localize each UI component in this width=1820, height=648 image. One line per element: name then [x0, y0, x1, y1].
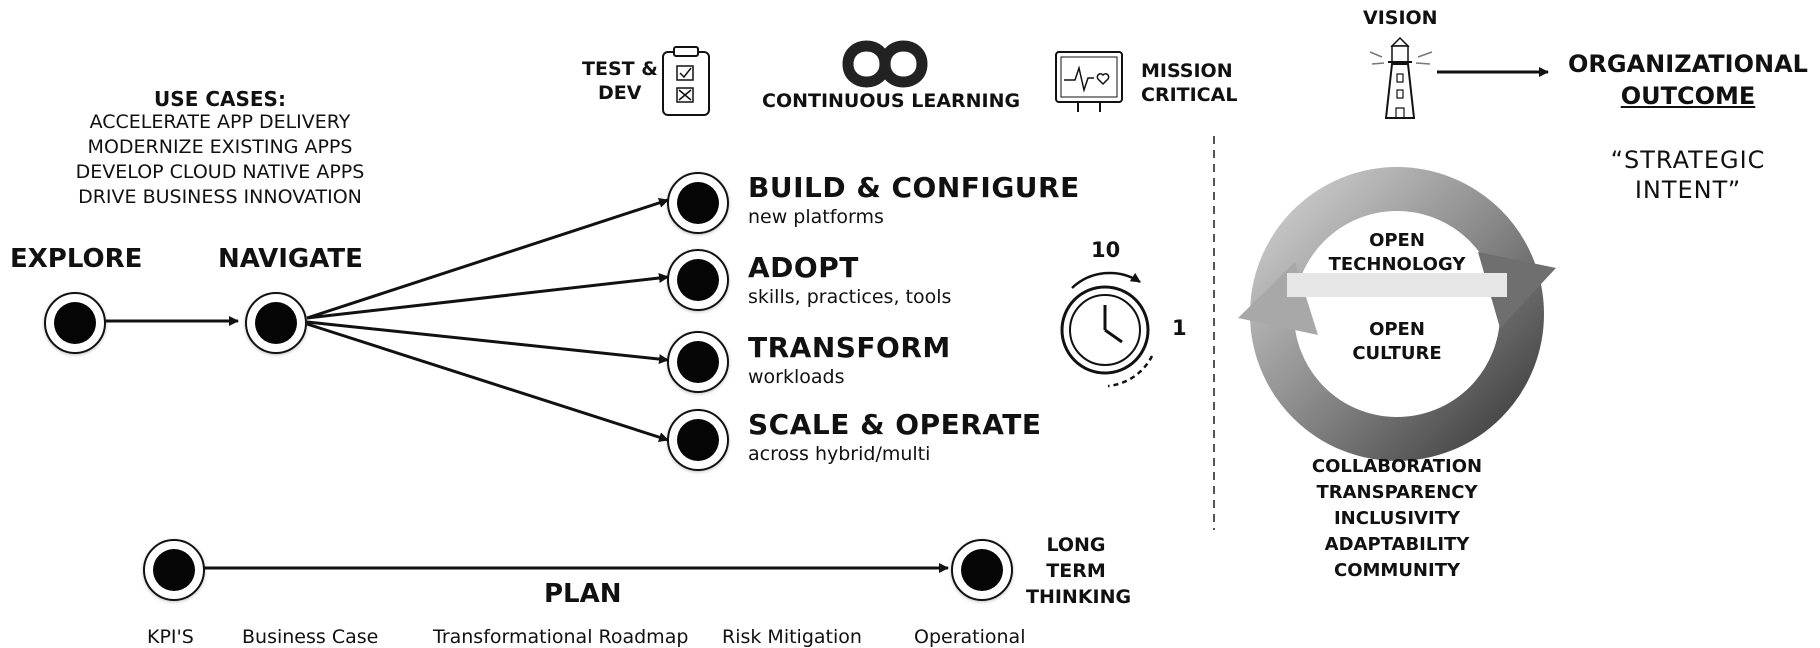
- cycle-arrowhead-right: [1478, 252, 1556, 328]
- navigate-node: [245, 292, 307, 354]
- adopt-node: [667, 249, 729, 311]
- track-subtitle: new platforms: [748, 206, 884, 228]
- strategic-intent: “STRATEGIC INTENT”: [1610, 146, 1766, 204]
- monitor-icon: [1055, 51, 1123, 112]
- continuous-learning-label: CONTINUOUS LEARNING: [762, 90, 1021, 112]
- open-technology-label: OPEN TECHNOLOGY: [1328, 230, 1466, 275]
- clock-right-number: 1: [1172, 316, 1187, 340]
- plan-end-node: [951, 539, 1013, 601]
- value-item: TRANSPARENCY: [1316, 482, 1478, 503]
- use-case-item: ACCELERATE APP DELIVERY: [89, 111, 351, 133]
- use-case-item: DEVELOP CLOUD NATIVE APPS: [75, 161, 365, 183]
- value-item: ADAPTABILITY: [1324, 534, 1470, 555]
- test-dev-label: TEST & DEV: [582, 58, 658, 104]
- track-title: SCALE & OPERATE: [748, 408, 1042, 441]
- explore-label: EXPLORE: [10, 244, 143, 274]
- build-node: [667, 172, 729, 234]
- transform-node: [667, 331, 729, 393]
- track-title: BUILD & CONFIGURE: [748, 171, 1080, 204]
- plan-milestone: Transformational Roadmap: [433, 626, 689, 648]
- mission-critical-label: MISSION CRITICAL: [1141, 60, 1238, 106]
- value-item: COLLABORATION: [1311, 456, 1483, 477]
- track-title: TRANSFORM: [748, 331, 951, 364]
- use-case-item: DRIVE BUSINESS INNOVATION: [78, 186, 362, 208]
- use-case-item: MODERNIZE EXISTING APPS: [87, 136, 353, 158]
- plan-start-node: [143, 539, 205, 601]
- arrow-to-adopt: [306, 273, 669, 320]
- explore-node: [44, 292, 106, 354]
- values-list: COLLABORATION TRANSPARENCY INCLUSIVITY A…: [1277, 454, 1517, 584]
- track-subtitle: workloads: [748, 366, 845, 388]
- track-subtitle: across hybrid/multi: [748, 443, 931, 465]
- plan-milestone: Business Case: [242, 626, 379, 648]
- plan-milestone: KPI'S: [147, 626, 194, 648]
- use-cases-list: ACCELERATE APP DELIVERY MODERNIZE EXISTI…: [10, 110, 430, 210]
- vision-label: VISION: [1363, 7, 1438, 29]
- track-title: ADOPT: [748, 251, 859, 284]
- track-subtitle: skills, practices, tools: [748, 286, 952, 308]
- plan-milestone: Risk Mitigation: [722, 626, 862, 648]
- value-item: COMMUNITY: [1333, 560, 1461, 581]
- arrow-to-scale: [306, 322, 669, 443]
- plan-milestone: Operational: [914, 626, 1026, 648]
- scale-node: [667, 409, 729, 471]
- clock-icon: [1060, 271, 1154, 388]
- arrow-to-build: [306, 198, 669, 320]
- plan-label: PLAN: [544, 579, 622, 609]
- clock-top-number: 10: [1091, 238, 1121, 262]
- arrow-to-transform: [306, 320, 669, 365]
- clipboard-icon: [662, 46, 710, 116]
- lighthouse-icon: [1369, 36, 1433, 119]
- navigate-label: NAVIGATE: [218, 244, 363, 274]
- infinity-icon: [842, 40, 928, 88]
- long-term-thinking-label: LONG TERM THINKING: [1026, 534, 1132, 608]
- open-culture-label: OPEN CULTURE: [1352, 319, 1442, 364]
- value-item: INCLUSIVITY: [1333, 508, 1461, 529]
- cycle-divider-band: [1287, 273, 1507, 297]
- use-cases-heading: USE CASES:: [154, 87, 286, 111]
- outcome-title: ORGANIZATIONAL OUTCOME: [1568, 50, 1808, 110]
